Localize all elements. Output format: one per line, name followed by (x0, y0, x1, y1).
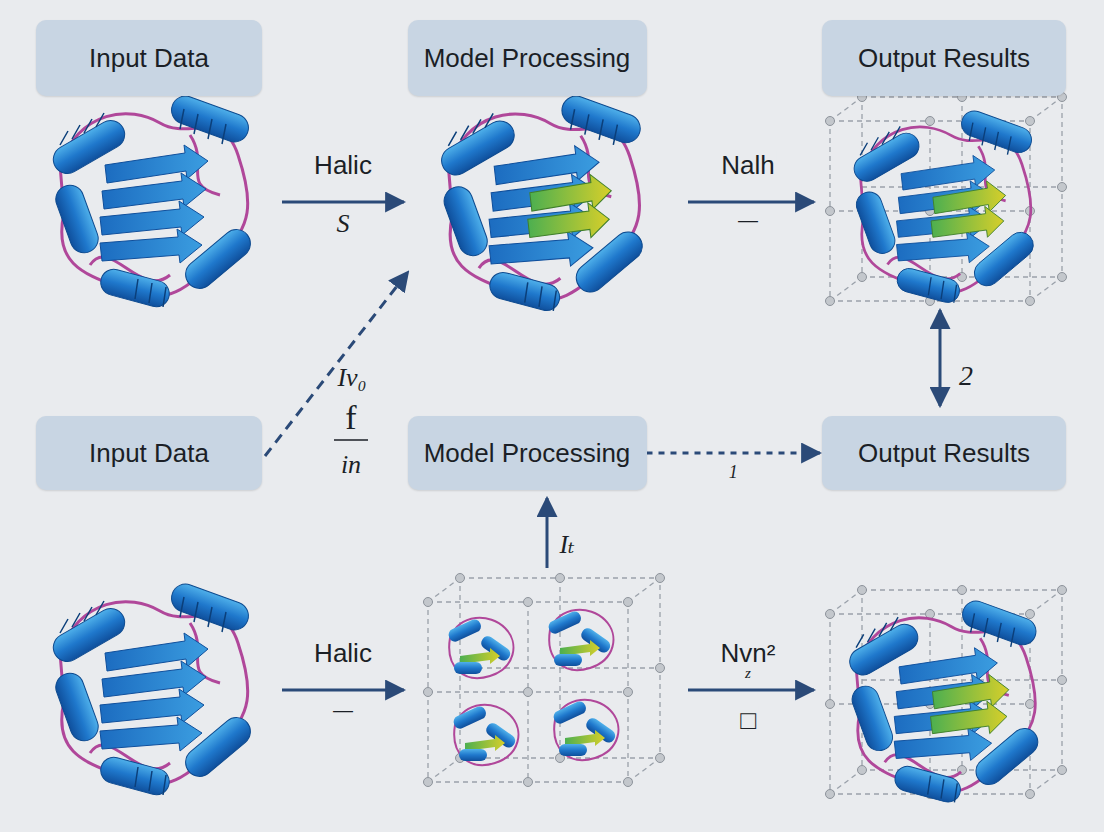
arrow-label: f (343, 399, 358, 436)
process-box: Model Processing (408, 20, 647, 96)
process-box: Output Results (822, 20, 1066, 96)
process-box: Input Data (36, 20, 262, 96)
box-label: Input Data (89, 43, 209, 74)
arrow-label: Halic (312, 639, 374, 668)
arrow-label: Iₜ (557, 531, 576, 560)
box-label: Model Processing (424, 43, 631, 74)
box-label: Input Data (89, 438, 209, 469)
arrow-label: Nvn² (719, 639, 778, 668)
process-box: Input Data (36, 416, 262, 490)
arrow-label: — (736, 209, 760, 231)
box-label: Output Results (858, 43, 1030, 74)
edge-label: 1 (727, 463, 740, 483)
arrow-label: Iv₀ (335, 364, 368, 393)
box-label: Output Results (858, 438, 1030, 469)
arrow-label: — (331, 699, 355, 721)
arrow-label: 2 (957, 361, 975, 392)
arrow-label: S (335, 210, 352, 239)
arrow-label: in (339, 451, 363, 480)
process-box: Output Results (822, 416, 1066, 490)
process-box: Model Processing (408, 416, 647, 490)
dashed-connector (647, 452, 821, 455)
arrow-label: Halic (312, 151, 374, 180)
box-label: Model Processing (424, 438, 631, 469)
arrow-label: Nalh (719, 151, 776, 180)
arrow-label: □ (738, 706, 758, 735)
arrow-label: z (743, 665, 753, 682)
